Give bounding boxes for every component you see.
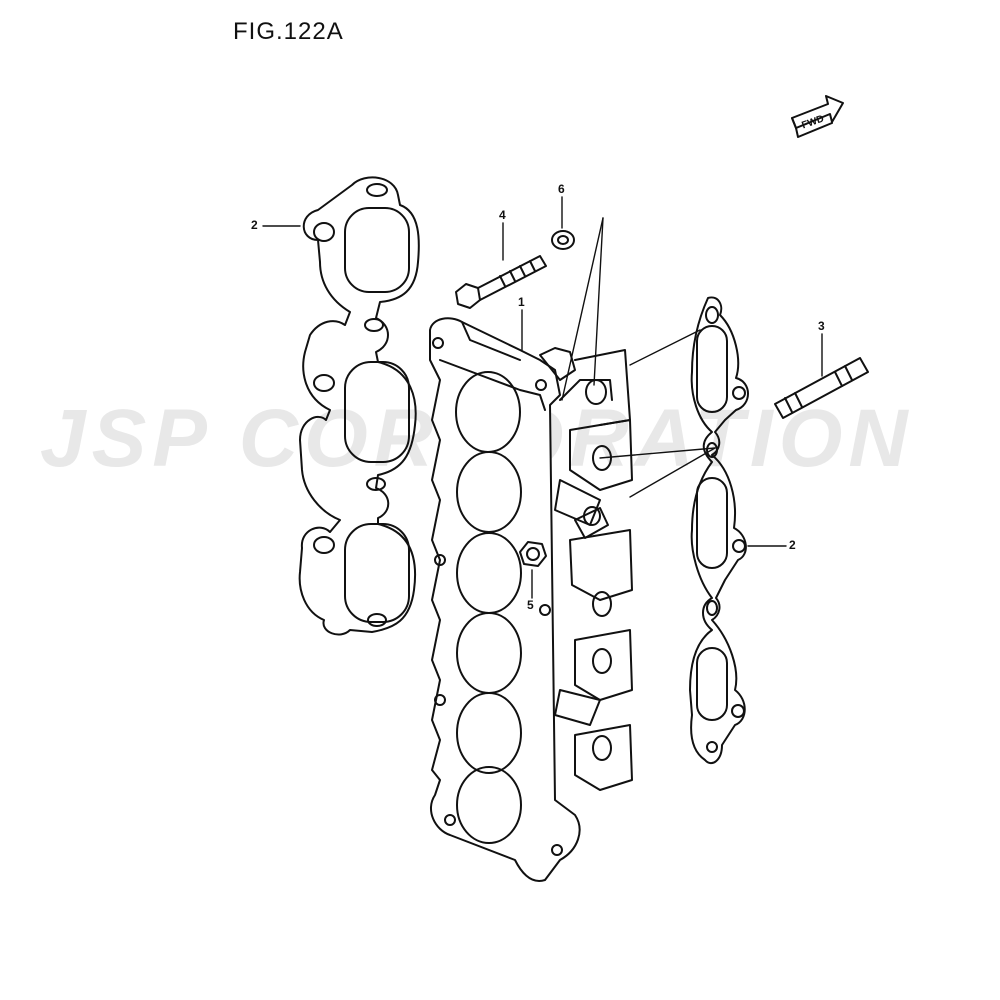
callout-6: 6	[558, 182, 565, 196]
callout-4: 4	[499, 208, 506, 222]
flange-bolt	[455, 255, 547, 309]
callout-1: 1	[518, 295, 525, 309]
leader-lines	[262, 196, 823, 599]
figure-title: FIG.122A	[233, 18, 344, 45]
left-gasket	[298, 176, 420, 636]
stud-bolt	[774, 357, 869, 419]
intake-manifold	[429, 317, 633, 882]
right-gasket	[689, 296, 749, 765]
callout-5: 5	[527, 598, 534, 612]
nut	[519, 541, 547, 567]
washer	[551, 230, 575, 250]
fwd-arrow-icon: FWD	[791, 95, 844, 138]
callout-3: 3	[818, 319, 825, 333]
callout-2-right: 2	[789, 538, 796, 552]
callout-2-left: 2	[251, 218, 258, 232]
